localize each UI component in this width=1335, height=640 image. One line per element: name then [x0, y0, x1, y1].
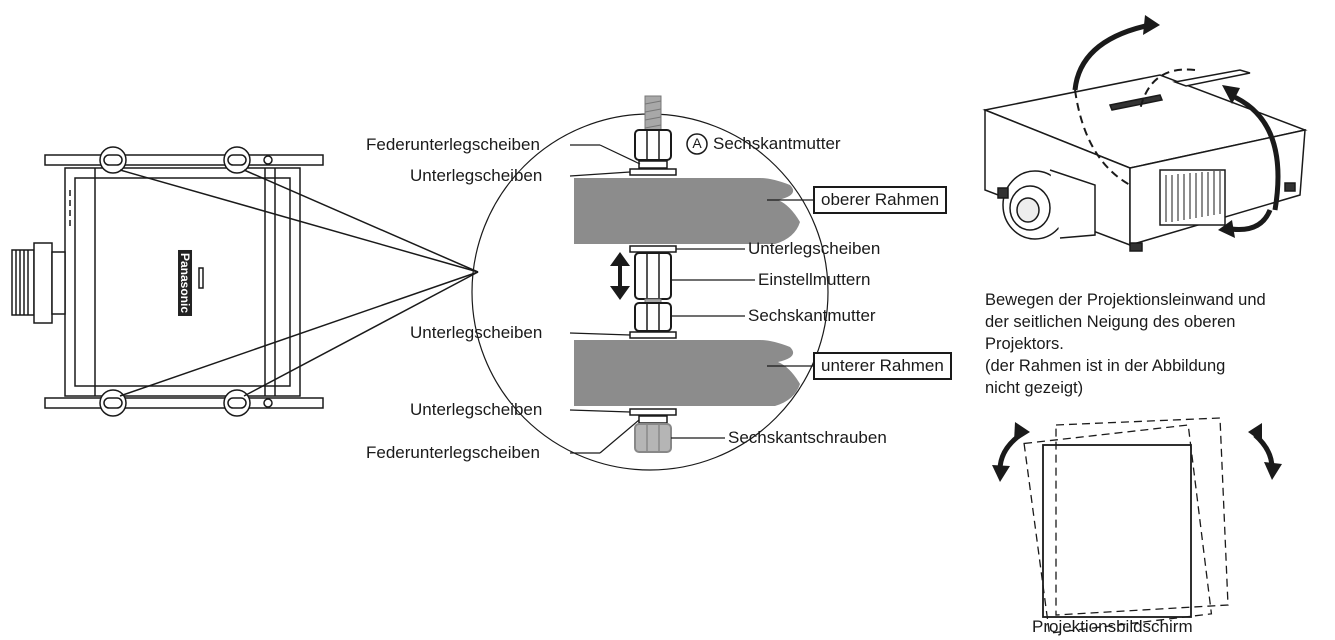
washer-lower	[629, 331, 677, 339]
leader-line	[119, 169, 479, 273]
mount-bolt-br	[223, 389, 251, 417]
label-sechskantmutter-top: Sechskantmutter	[713, 134, 841, 153]
washer-bottom	[629, 408, 677, 416]
mount-bolt-tr	[223, 146, 251, 174]
label-unterer-rahmen: unterer Rahmen	[813, 352, 952, 380]
projector-perspective	[982, 69, 1308, 252]
label-unterlegscheiben-mid-left: Unterlegscheiben	[410, 323, 543, 342]
screen-tilt	[992, 417, 1282, 634]
adjustment-nuts	[634, 252, 672, 300]
hex-bolt-head	[634, 423, 672, 453]
instruction-note: Bewegen der Projektionsleinwand und der …	[985, 289, 1266, 399]
label-oberer-rahmen: oberer Rahmen	[813, 186, 948, 214]
label-einstellmuttern: Einstellmuttern	[758, 270, 871, 289]
label-unterlegscheiben-top: Unterlegscheiben	[410, 166, 543, 185]
spring-washer-bottom	[638, 415, 668, 424]
upper-frame-plate	[574, 178, 800, 244]
tilted-screen-2	[1023, 424, 1213, 634]
rotation-arrow-right-icon	[1229, 92, 1281, 211]
hex-nut-mid	[634, 302, 672, 332]
note-line-5: nicht gezeigt)	[985, 379, 1084, 397]
label-unterlegscheiben-bottom: Unterlegscheiben	[410, 400, 543, 419]
label-federunterlegscheiben-top: Federunterlegscheiben	[366, 135, 540, 154]
label-sechskantschrauben: Sechskantschrauben	[728, 428, 887, 447]
detail-callout	[471, 95, 829, 471]
mount-bolt-bl	[99, 389, 127, 417]
marker-a-circle	[686, 133, 708, 155]
lower-rail	[44, 397, 324, 409]
double-arrow-icon	[610, 252, 630, 300]
projector-body-inner	[74, 177, 291, 387]
side-vent	[1159, 169, 1226, 226]
label-sechskantmutter-mid: Sechskantmutter	[748, 306, 876, 325]
rotation-arrow-top-icon	[1072, 22, 1151, 91]
spring-washer-top	[638, 160, 668, 169]
rotation-arrows	[1072, 15, 1281, 238]
label-projektionsbildschirm: Projektionsbildschirm	[1032, 617, 1193, 636]
projector-top-view	[11, 146, 479, 417]
note-line-2: der seitlichen Neigung des oberen	[985, 313, 1236, 331]
label-unterlegscheiben-mid-right: Unterlegscheiben	[748, 239, 881, 258]
washer-top	[629, 168, 677, 176]
label-marker-a: A	[692, 135, 702, 151]
upper-rail	[44, 154, 324, 166]
hex-nut-a	[634, 129, 672, 161]
brand-logo: Panasonic	[178, 249, 193, 317]
note-line-1: Bewegen der Projektionsleinwand und	[985, 291, 1266, 309]
lower-frame-plate	[574, 340, 800, 406]
label-federunterlegscheiben-bottom: Federunterlegscheiben	[366, 443, 540, 462]
projection-screen	[1042, 444, 1192, 618]
tilt-arrow-left-icon	[997, 433, 1022, 471]
tilted-screen-1	[1055, 417, 1229, 616]
washer-mid	[629, 245, 677, 253]
mount-bolt-tl	[99, 146, 127, 174]
note-line-3: Projektors.	[985, 335, 1064, 353]
note-line-4: (der Rahmen ist in der Abbildung	[985, 357, 1226, 375]
